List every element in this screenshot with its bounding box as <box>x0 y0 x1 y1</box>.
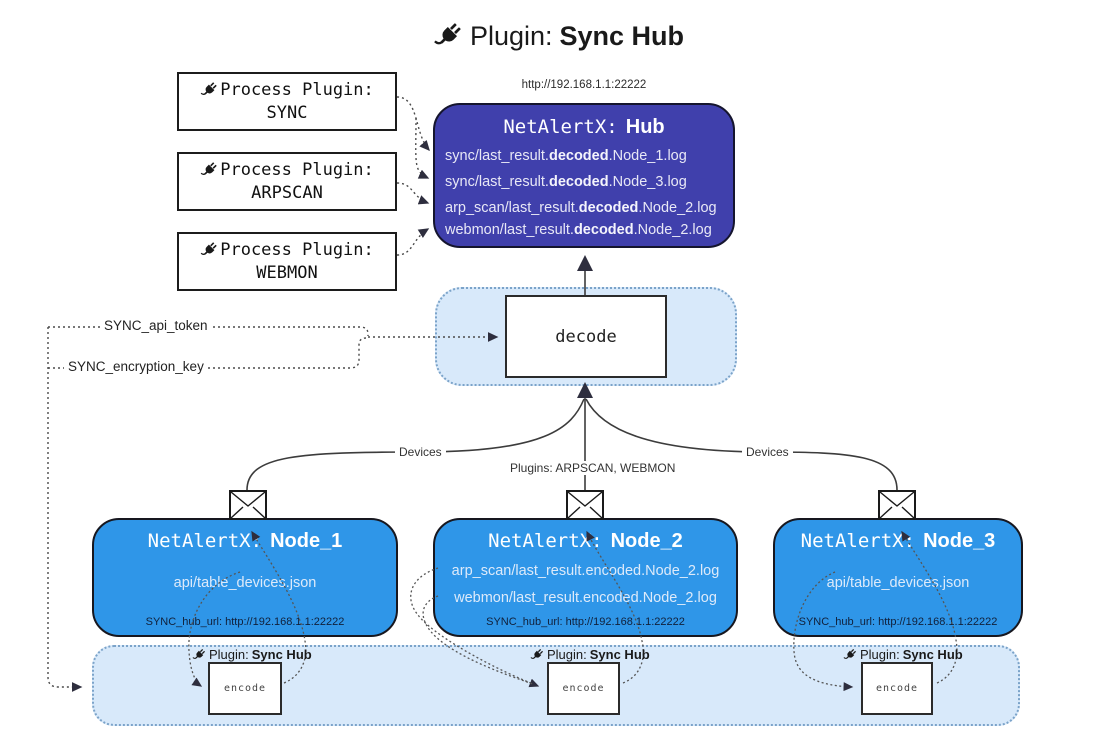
process-plugin-sync-box: Process Plugin: SYNC <box>177 72 397 131</box>
plug-icon <box>200 81 218 99</box>
process-plugin-webmon-box: Process Plugin: WEBMON <box>177 232 397 291</box>
process-plugin-name: WEBMON <box>256 262 318 283</box>
node-hub-url: SYNC_hub_url: http://192.168.1.1:22222 <box>486 616 685 628</box>
envelope-icon-node-3 <box>878 490 916 520</box>
decode-box: decode <box>505 295 667 378</box>
encode-box-2: encode <box>547 662 620 715</box>
node-file: webmon/last_result.encoded.Node_2.log <box>454 590 717 606</box>
node-1-box: NetAlertX:Node_1 api/table_devices.json … <box>92 518 398 637</box>
process-plugin-name: ARPSCAN <box>251 182 323 203</box>
hub-url-label: http://192.168.1.1:22222 <box>521 79 647 91</box>
envelope-icon-node-1 <box>229 490 267 520</box>
process-plugin-name: SYNC <box>266 102 308 123</box>
process-plugin-label: Process Plugin: <box>220 159 374 180</box>
hub-box: NetAlertX: Hub sync/last_result.decoded.N… <box>433 103 735 248</box>
node-2-box: NetAlertX:Node_2 arp_scan/last_result.en… <box>433 518 738 637</box>
hub-log-line: sync/last_result.decoded.Node_1.log <box>445 148 687 164</box>
encode-box-3: encode <box>861 662 933 715</box>
hub-title-name: Hub <box>625 116 665 138</box>
node-file: api/table_devices.json <box>826 575 970 591</box>
process-plugin-label: Process Plugin: <box>220 79 374 100</box>
node-file: api/table_devices.json <box>173 575 317 591</box>
node-file: arp_scan/last_result.encoded.Node_2.log <box>451 563 720 579</box>
envelope-icon-node-2 <box>566 490 604 520</box>
node-3-box: NetAlertX:Node_3 api/table_devices.json … <box>773 518 1023 637</box>
hub-title-prefix: NetAlertX: <box>503 116 618 138</box>
hub-log-line: sync/last_result.decoded.Node_3.log <box>445 174 687 190</box>
hub-log-list: sync/last_result.decoded.Node_1.log sync… <box>435 147 733 240</box>
encode-box-1: encode <box>208 662 282 715</box>
hub-log-line: webmon/last_result.decoded.Node_2.log <box>445 222 712 238</box>
plug-icon <box>433 21 463 51</box>
page-title-label: Plugin: <box>469 20 553 51</box>
node-title: NetAlertX:Node_3 <box>800 530 996 552</box>
page-title-name: Sync Hub <box>559 20 685 51</box>
process-plugin-arpscan-box: Process Plugin: ARPSCAN <box>177 152 397 211</box>
node-hub-url: SYNC_hub_url: http://192.168.1.1:22222 <box>798 616 998 628</box>
hub-title: NetAlertX: Hub <box>435 116 733 139</box>
page-title: Plugin: Sync Hub <box>0 14 1117 58</box>
plug-icon <box>200 241 218 259</box>
node-hub-url: SYNC_hub_url: http://192.168.1.1:22222 <box>145 616 345 628</box>
node-title: NetAlertX:Node_1 <box>147 530 343 552</box>
hub-log-line: arp_scan/last_result.decoded.Node_2.log <box>445 200 717 216</box>
process-plugin-label: Process Plugin: <box>220 239 374 260</box>
plug-icon <box>200 161 218 179</box>
node-title: NetAlertX:Node_2 <box>488 530 683 552</box>
